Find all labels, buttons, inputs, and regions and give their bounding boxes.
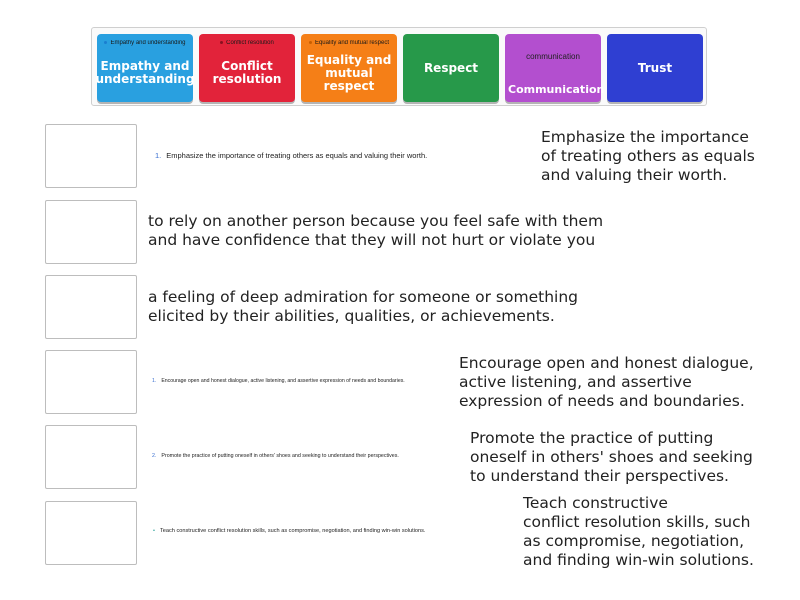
list-number: 1. bbox=[152, 378, 157, 384]
definition-image-4: 1. Encourage open and honest dialogue, ac… bbox=[152, 378, 405, 384]
drop-zone-6[interactable] bbox=[45, 501, 137, 565]
tile-conflict-resolution[interactable]: Conflict resolution Conflict resolution bbox=[199, 34, 295, 102]
tile-image-caption: Conflict resolution bbox=[203, 40, 291, 47]
definition-line: active listening, and assertive bbox=[459, 373, 692, 391]
bullet-icon: • bbox=[153, 528, 155, 534]
drop-zone-3[interactable] bbox=[45, 275, 137, 339]
definition-image-text: Emphasize the importance of treating oth… bbox=[166, 151, 428, 160]
list-number: 1. bbox=[155, 151, 162, 160]
answer-tile-tray: Empathy and understanding Empathy and un… bbox=[91, 27, 707, 106]
tile-empathy-and-understanding[interactable]: Empathy and understanding Empathy and un… bbox=[95, 34, 195, 102]
definition-line: Teach constructive bbox=[523, 494, 668, 512]
tile-label: Trust bbox=[637, 60, 673, 75]
tile-image-caption: Empathy and understanding bbox=[101, 40, 189, 47]
tile-trust[interactable]: Trust bbox=[607, 34, 703, 102]
definition-line: a feeling of deep admiration for someone… bbox=[148, 288, 578, 306]
definition-line: expression of needs and boundaries. bbox=[459, 392, 745, 410]
definition-image-1: 1. Emphasize the importance of treating o… bbox=[155, 151, 427, 160]
definition-image-6: • Teach constructive conflict resolution … bbox=[153, 528, 426, 534]
definition-line: and finding win-win solutions. bbox=[523, 551, 754, 569]
definition-line: and have confidence that they will not h… bbox=[148, 231, 596, 249]
tile-label: Equality and mutual respect bbox=[306, 52, 392, 93]
definition-line: conflict resolution skills, such bbox=[523, 513, 751, 531]
tile-label: Conflict resolution bbox=[212, 59, 282, 86]
drop-zone-5[interactable] bbox=[45, 425, 137, 489]
drop-zone-1[interactable] bbox=[45, 124, 137, 188]
definition-image-text: Teach constructive conflict resolution s… bbox=[159, 528, 426, 534]
bullet-icon bbox=[104, 40, 108, 44]
definition-text-3: a feeling of deep admiration for someone… bbox=[148, 288, 578, 326]
tile-image-caption: communication bbox=[526, 52, 580, 61]
definition-line: as compromise, negotiation, bbox=[523, 532, 745, 550]
drop-zone-2[interactable] bbox=[45, 200, 137, 264]
definition-line: Emphasize the importance bbox=[541, 128, 749, 146]
tile-image-text: Equality and mutual respect bbox=[314, 40, 390, 46]
definition-line: of treating others as equals bbox=[541, 147, 755, 165]
definition-line: and valuing their worth. bbox=[541, 166, 728, 184]
definition-image-text: Promote the practice of putting oneself … bbox=[161, 453, 399, 459]
bullet-icon bbox=[220, 40, 224, 44]
tile-respect[interactable]: Respect bbox=[403, 34, 499, 102]
definition-line: oneself in others' shoes and seeking bbox=[470, 448, 753, 466]
definition-text-5: Promote the practice of putting oneself … bbox=[470, 429, 753, 486]
definition-line: Encourage open and honest dialogue, bbox=[459, 354, 754, 372]
bullet-icon bbox=[308, 40, 312, 44]
tile-image-text: Conflict resolution bbox=[226, 40, 274, 46]
list-number: 2. bbox=[152, 453, 157, 459]
definition-text-2: to rely on another person because you fe… bbox=[148, 212, 603, 250]
drop-zone-4[interactable] bbox=[45, 350, 137, 414]
definition-line: to rely on another person because you fe… bbox=[148, 212, 604, 230]
definition-line: Promote the practice of putting bbox=[470, 429, 714, 447]
tile-equality-and-mutual-respect[interactable]: Equality and mutual respect Equality and… bbox=[301, 34, 397, 102]
definition-text-1: Emphasize the importance of treating oth… bbox=[541, 128, 755, 185]
tile-label: Communication bbox=[508, 83, 605, 96]
definition-line: to understand their perspectives. bbox=[470, 467, 729, 485]
definition-line: elicited by their abilities, qualities, … bbox=[148, 307, 555, 325]
tile-communication[interactable]: communication Communication bbox=[505, 34, 605, 102]
definition-text-6: Teach constructive conflict resolution s… bbox=[523, 494, 754, 570]
definition-image-5: 2. Promote the practice of putting onesel… bbox=[152, 453, 399, 459]
tile-label: Empathy and understanding bbox=[95, 59, 195, 86]
definition-image-text: Encourage open and honest dialogue, acti… bbox=[161, 378, 405, 384]
tile-label: Respect bbox=[423, 60, 479, 75]
definition-text-4: Encourage open and honest dialogue, acti… bbox=[459, 354, 754, 411]
tile-image-text: Empathy and understanding bbox=[110, 40, 186, 46]
tile-image-caption: Equality and mutual respect bbox=[305, 40, 393, 47]
